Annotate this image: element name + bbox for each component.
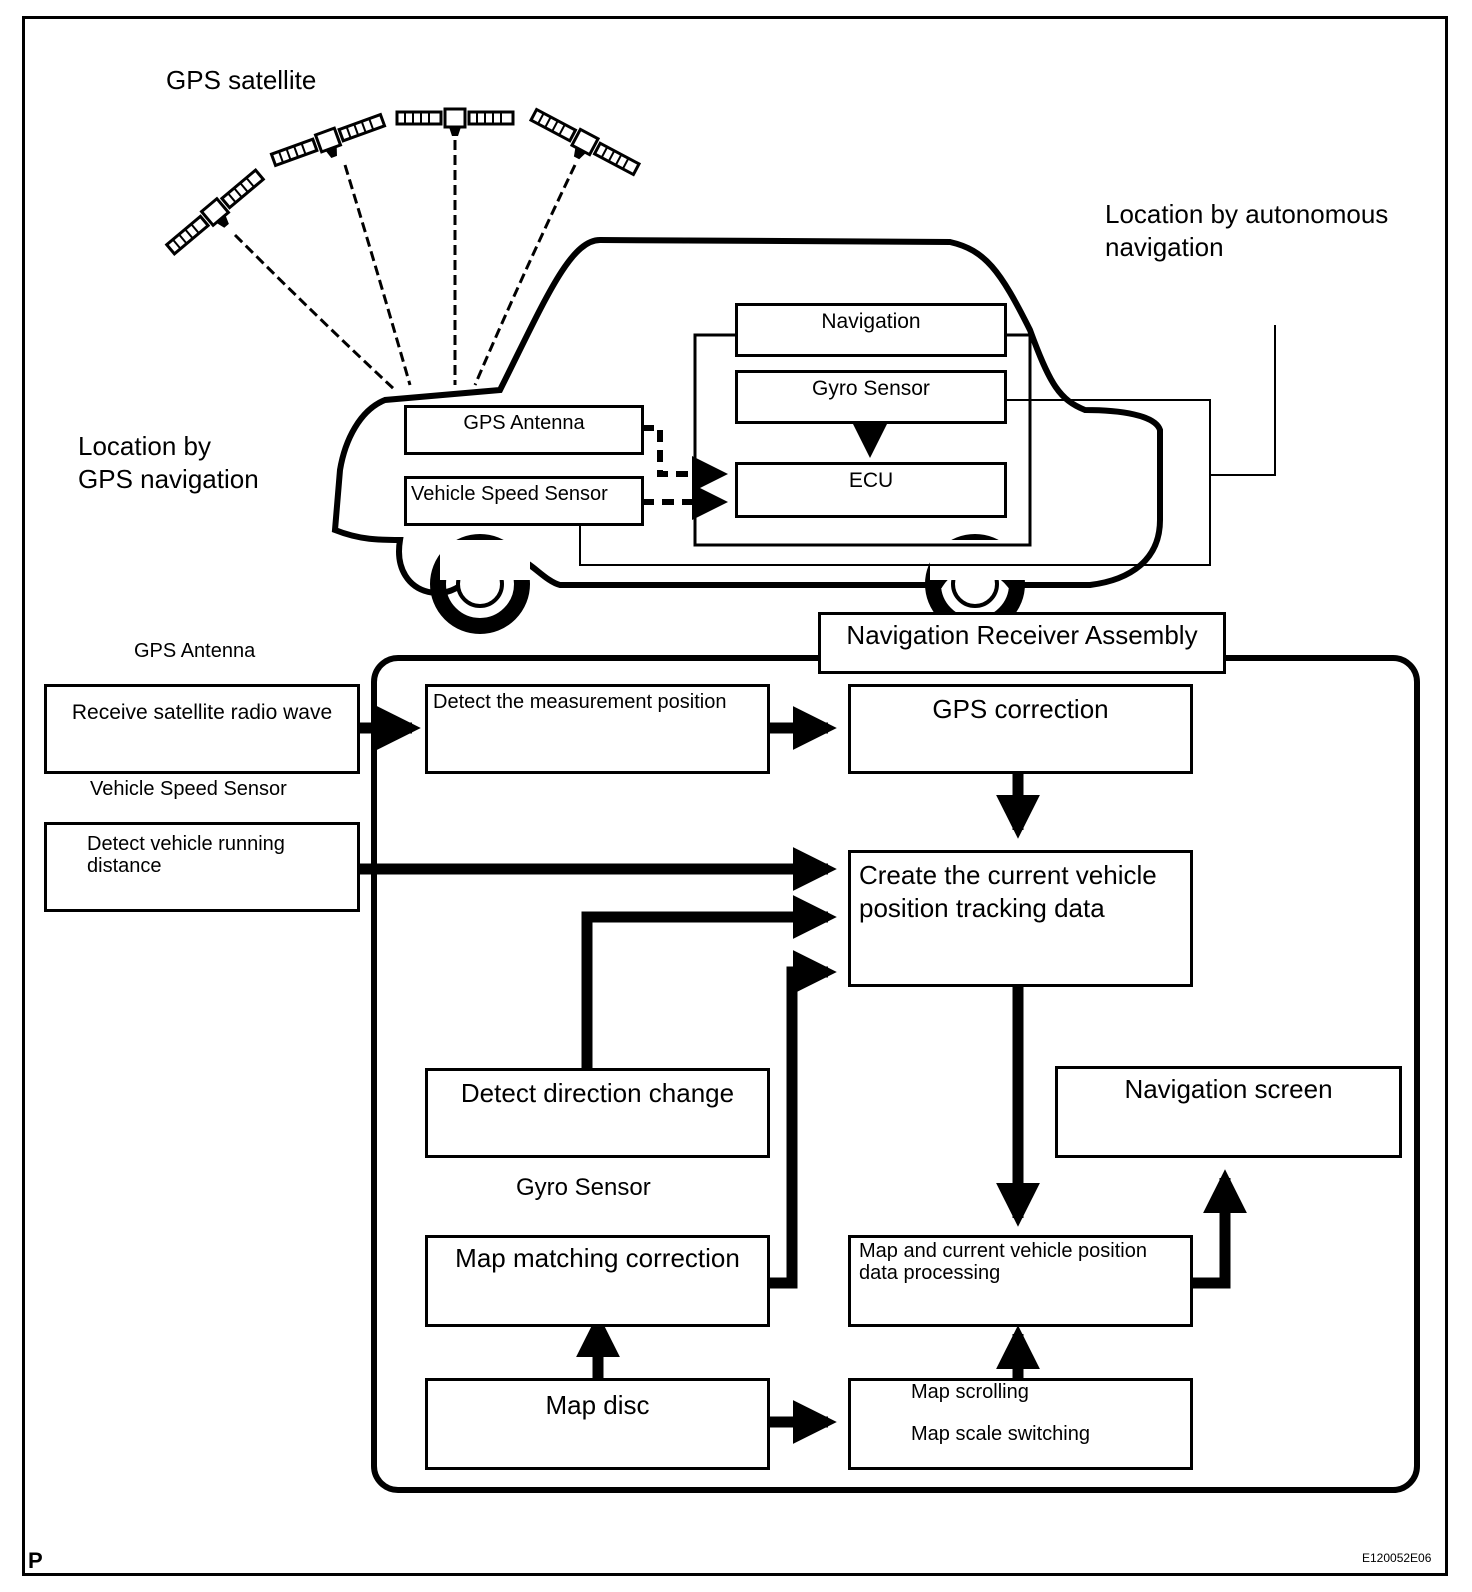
map-matching-box: Map matching correction	[425, 1235, 770, 1327]
gps-antenna-label: GPS Antenna	[463, 412, 585, 434]
vehicle-speed-sensor-label: Vehicle Speed Sensor	[411, 483, 608, 505]
figure-code: E120052E06	[1362, 1551, 1432, 1565]
detect-running-distance-label: Detect vehicle running distance	[87, 833, 285, 878]
receive-satellite-box: Receive satellite radio wave	[44, 684, 360, 774]
navigation-screen-box: Navigation screen	[1055, 1066, 1402, 1158]
navigation-label: Navigation	[821, 310, 921, 333]
gps-correction-box: GPS correction	[848, 684, 1193, 774]
detect-measurement-box: Detect the measurement position	[425, 684, 770, 774]
gyro-sensor-caption: Gyro Sensor	[516, 1174, 651, 1201]
gps-satellite-title: GPS satellite	[166, 65, 317, 95]
footer-mark: P	[28, 1548, 43, 1573]
vehicle-speed-sensor-caption: Vehicle Speed Sensor	[90, 778, 287, 800]
detect-direction-box: Detect direction change	[425, 1068, 770, 1158]
create-tracking-box: Create the current vehicle position trac…	[848, 850, 1193, 987]
map-scroll-scale-box: Map scrolling Map scale switching	[848, 1378, 1193, 1470]
assembly-title: Navigation Receiver Assembly	[846, 620, 1198, 650]
detect-running-distance-box: Detect vehicle running distance	[44, 822, 360, 912]
map-data-processing-box: Map and current vehicle position data pr…	[848, 1235, 1193, 1327]
navigation-box: Navigation	[735, 303, 1007, 357]
navigation-screen-label: Navigation screen	[1124, 1074, 1333, 1104]
map-scale-label: Map scale switching	[911, 1423, 1090, 1445]
receive-satellite-label: Receive satellite radio wave	[71, 701, 333, 724]
map-data-processing-label: Map and current vehicle position data pr…	[859, 1240, 1147, 1285]
map-scrolling-label: Map scrolling	[911, 1381, 1029, 1403]
diagram-frame	[22, 16, 1448, 1576]
flow-arrows	[357, 706, 1247, 1444]
satellite-icon	[395, 107, 515, 138]
ecu-box: ECU	[735, 462, 1007, 518]
gyro-sensor-box: Gyro Sensor	[735, 370, 1007, 424]
vehicle-outline	[331, 236, 1163, 596]
vehicle-speed-sensor-box: Vehicle Speed Sensor	[404, 476, 644, 526]
assembly-title-box: Navigation Receiver Assembly	[818, 612, 1226, 674]
map-disc-box: Map disc	[425, 1378, 770, 1470]
satellite-icon	[523, 105, 642, 187]
gps-correction-label: GPS correction	[932, 694, 1109, 724]
location-gps-label: Location by GPS navigation	[78, 431, 259, 494]
create-tracking-label: Create the current vehicle position trac…	[859, 860, 1157, 923]
detect-measurement-label: Detect the measurement position	[433, 691, 727, 713]
ecu-label: ECU	[848, 469, 894, 492]
signal-waves	[233, 140, 577, 392]
detect-direction-label: Detect direction change	[460, 1078, 735, 1108]
gps-antenna-caption: GPS Antenna	[134, 640, 256, 662]
gyro-sensor-label: Gyro Sensor	[812, 377, 930, 400]
satellite-icon	[268, 110, 391, 179]
location-autonomous-label: Location by autonomous navigation	[1105, 199, 1389, 262]
gps-antenna-box: GPS Antenna	[404, 405, 644, 455]
map-matching-label: Map matching correction	[455, 1243, 740, 1273]
map-disc-label: Map disc	[545, 1390, 650, 1420]
satellite-icon	[163, 166, 273, 265]
